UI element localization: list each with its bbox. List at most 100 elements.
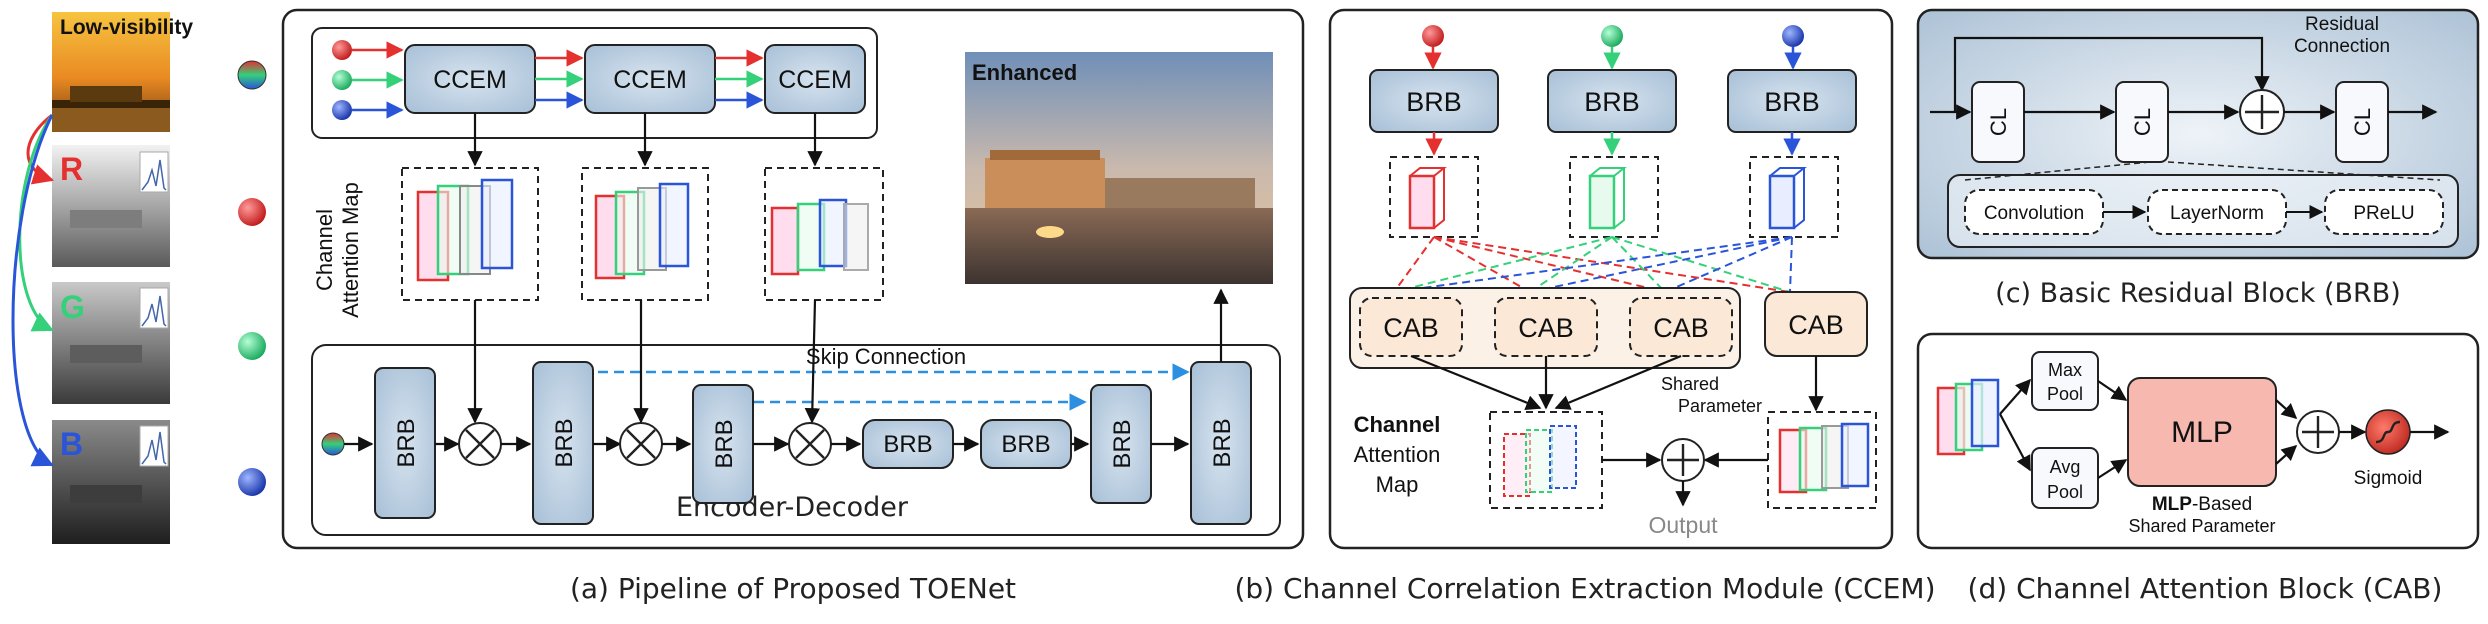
ccem-brb-1: BRB [1369, 69, 1499, 133]
shared-param-line2: Parameter [1678, 396, 1762, 416]
caption-a: (a) Pipeline of Proposed TOENet [570, 572, 1016, 605]
attention-map-label-line2: Attention Map [338, 182, 363, 318]
cl-label: CL [1986, 108, 2011, 136]
cl-label: CL [2350, 108, 2375, 136]
pipeline-green-ball-icon [332, 70, 352, 90]
encoder-decoder-box [311, 344, 1281, 536]
enhanced-label: Enhanced [972, 60, 1077, 85]
b-channel-image: B [52, 420, 170, 544]
ccem-attention-line2: Attention [1354, 442, 1441, 467]
brb-label: BRB [711, 419, 738, 468]
avg-pool-line1: Avg [2050, 457, 2081, 477]
decoder-brb-1: BRB [1090, 384, 1152, 504]
ccem-cab-1: CAB [1359, 297, 1463, 357]
ccem-cross-connections [1393, 236, 1793, 293]
arrow-to-r [26, 113, 55, 185]
ccem-cab-4: CAB [1764, 291, 1868, 357]
sigmoid-label: Sigmoid [2354, 468, 2423, 489]
mlp-shared-param: Shared Parameter [2128, 516, 2275, 536]
r-channel-image: R [52, 145, 170, 267]
enhanced-image: Enhanced [965, 52, 1273, 284]
green-ball-icon [238, 332, 266, 360]
panel-a-pipeline: CCEM CCEM CCEM Channel Attention Map [281, 8, 1305, 605]
ccem-feature-green [1569, 156, 1659, 238]
arrow-to-g [18, 114, 54, 332]
sigmoid-icon [2365, 409, 2411, 455]
cab-input-feature [1936, 378, 2000, 456]
ccem-cab-3: CAB [1629, 297, 1733, 357]
ccem-feature-red [1389, 156, 1479, 238]
residual-label-line1: Residual [2305, 14, 2379, 35]
multiply-icon-1 [458, 422, 502, 466]
brb-cl-1: CL [1971, 81, 2025, 163]
brb-label: BRB [883, 431, 932, 458]
panel-d-cab: Max Pool Avg Pool MLP MLP-Based Shared P… [1916, 332, 2480, 605]
brb-label: BRB [1209, 418, 1236, 467]
brb-label: BRB [1584, 87, 1640, 117]
brb-label: BRB [551, 418, 578, 467]
op-label: PReLU [2353, 203, 2414, 224]
cab-label: CAB [1653, 313, 1709, 343]
low-visibility-image: Low-visibility [52, 12, 193, 132]
ccem-group-box [311, 27, 878, 139]
decoder-brb-2: BRB [1190, 361, 1252, 525]
mlp-based-rest: -Based [2192, 494, 2252, 515]
brb-label: BRB [1109, 419, 1136, 468]
input-column: Low-visibility R G B [11, 12, 267, 544]
attention-map-label-line1: Channel [312, 209, 337, 291]
cl-label: CL [2130, 108, 2155, 136]
encoder-brb-5: BRB [980, 419, 1072, 469]
encoder-brb-3: BRB [692, 384, 754, 504]
avg-pool-line2: Pool [2047, 482, 2083, 502]
low-visibility-label: Low-visibility [60, 16, 193, 39]
op-label: Convolution [1984, 203, 2084, 224]
mlp-box: MLP [2127, 377, 2277, 487]
ccem-feature-blue [1749, 156, 1839, 238]
max-pool-line2: Pool [2047, 384, 2083, 404]
avg-pool-box: Avg Pool [2031, 447, 2099, 509]
panel-b-frame [1328, 8, 1894, 550]
residual-path [1953, 36, 2270, 112]
brb-label: BRB [1764, 87, 1820, 117]
ccem-box-1: CCEM [404, 44, 536, 114]
caption-c: (c) Basic Residual Block (BRB) [1995, 278, 2401, 309]
residual-label-line2: Connection [2294, 36, 2390, 57]
red-ball-icon [238, 198, 266, 226]
attention-map-3 [764, 167, 884, 301]
r-channel-letter: R [60, 151, 83, 187]
multiply-icon-3 [788, 422, 832, 466]
rgb-ball-icon [237, 60, 267, 90]
cab-label: CAB [1518, 313, 1574, 343]
ccem-brb-2: BRB [1547, 69, 1677, 133]
b-channel-letter: B [60, 426, 83, 462]
op-prelu: PReLU [2324, 189, 2444, 235]
g-channel-letter: G [60, 289, 85, 325]
attention-map-1 [401, 167, 539, 301]
mlp-based-label: MLP-Based [2152, 494, 2252, 515]
ccem-add-icon [1661, 438, 1705, 482]
cab-add-icon [2296, 410, 2340, 454]
brb-label: BRB [393, 418, 420, 467]
brb-label: BRB [1406, 87, 1462, 117]
ccem-final-map [1767, 411, 1877, 509]
ccem-box-3: CCEM [764, 44, 866, 114]
op-layernorm: LayerNorm [2147, 189, 2287, 235]
ccem-attention-line1: Channel [1354, 412, 1441, 437]
shared-param-line1: Shared [1661, 374, 1719, 394]
encoder-input-ball-icon [321, 432, 345, 456]
ccem-blue-ball-icon [1782, 25, 1804, 47]
blue-ball-icon [238, 468, 266, 496]
brb-cl-2: CL [2115, 81, 2169, 163]
encoder-brb-4: BRB [862, 419, 954, 469]
attention-map-2 [581, 167, 709, 301]
ccem-box-2: CCEM [584, 44, 716, 114]
max-pool-line1: Max [2048, 360, 2082, 380]
ccem-brb-3: BRB [1727, 69, 1857, 133]
ccem-green-ball-icon [1601, 25, 1623, 47]
ccem-cab-2: CAB [1494, 297, 1598, 357]
multiply-icon-2 [619, 422, 663, 466]
cab-label: CAB [1788, 310, 1844, 340]
max-pool-box: Max Pool [2031, 351, 2099, 411]
